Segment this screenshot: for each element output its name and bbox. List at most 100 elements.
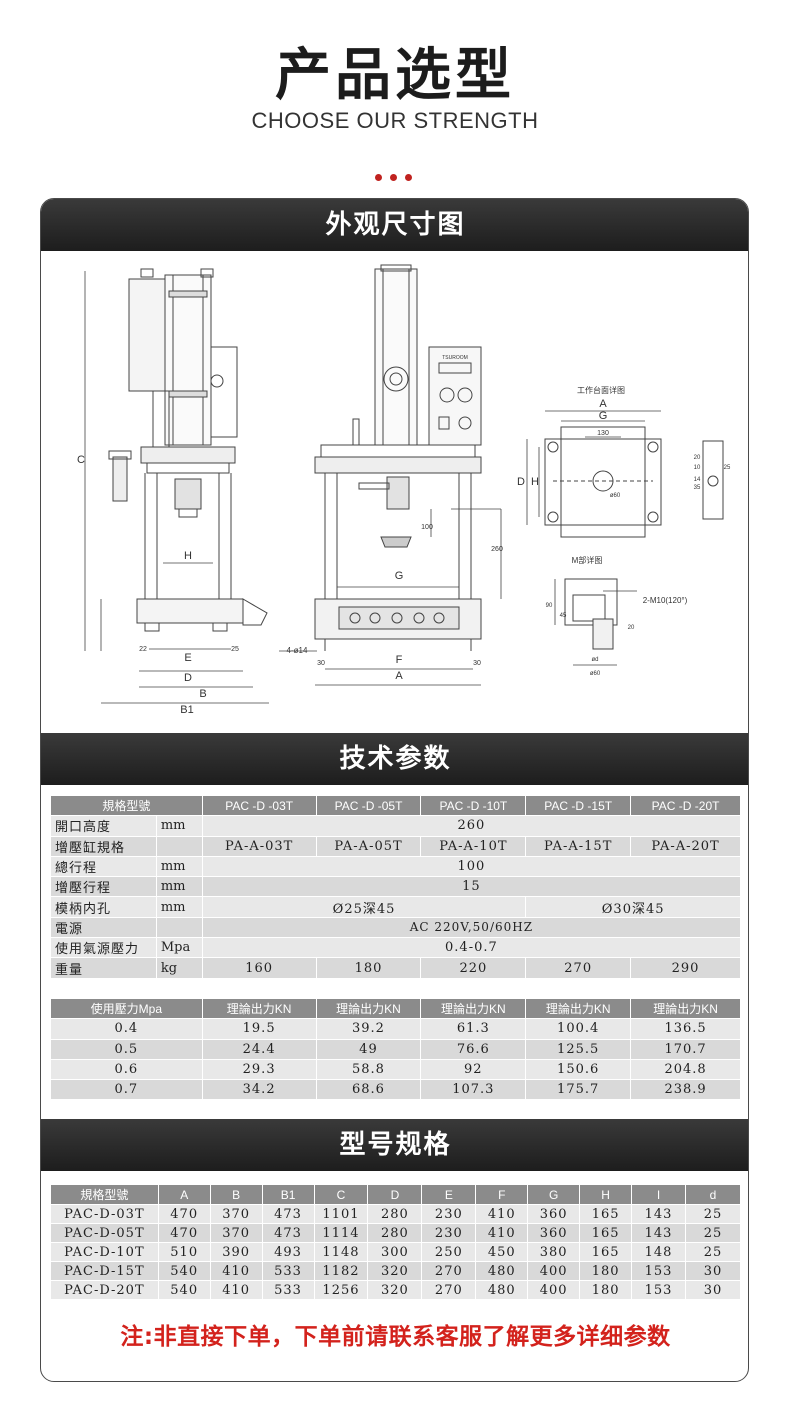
table-header-cell: F: [475, 1183, 529, 1206]
label-m-detail: M部详图: [572, 555, 603, 565]
model-name-cell: PAC-D-15T: [50, 1261, 159, 1282]
table-row: 電源 AC 220V,50/60HZ: [50, 916, 742, 939]
table-cell: 410: [209, 1261, 263, 1282]
table-row: 0.6 29.3 58.8 92 150.6 204.8: [50, 1058, 741, 1081]
label-side-25: 25: [724, 465, 731, 471]
table-cell: 410: [209, 1280, 263, 1301]
table-cell: 410: [475, 1204, 529, 1225]
table-cell: 165: [579, 1242, 633, 1263]
label-B: B: [199, 688, 206, 700]
table-row: 模柄内孔 mm Ø25深45 Ø30深45: [50, 896, 741, 918]
table-cell: 360: [527, 1204, 581, 1225]
label-table-d60: ø60: [610, 493, 621, 499]
label-table-H: H: [531, 476, 539, 488]
label-holes: 4-ø14: [287, 646, 308, 655]
table-cell: 1114: [313, 1223, 369, 1244]
table-cell: 320: [367, 1280, 423, 1301]
m-detail-drawing: [554, 578, 637, 666]
table-cell: 270: [421, 1261, 477, 1282]
decorative-dots: [375, 166, 420, 181]
table-row: 0.4 19.5 39.2 61.3 100.4 136.5: [50, 1018, 741, 1040]
table-cell: 143: [631, 1204, 686, 1225]
label-m-phi: ød: [591, 657, 598, 663]
tech-param-table: 規格型號 PAC -D -03T PAC -D -05T PAC -D -10T…: [50, 794, 742, 979]
table-cell: 480: [475, 1280, 529, 1301]
model-name-cell: PAC-D-03T: [50, 1204, 159, 1225]
label-m-45: 45: [560, 613, 567, 619]
label-side-14: 14: [694, 477, 701, 483]
table-detail-drawing: [526, 410, 724, 538]
model-name-cell: PAC-D-10T: [50, 1242, 159, 1263]
label-m-thread: 2-M10(120°): [643, 596, 688, 605]
table-cell: 280: [367, 1223, 423, 1244]
table-cell: 148: [631, 1242, 686, 1263]
table-row: 規格型號 PAC -D -03T PAC -D -05T PAC -D -10T…: [50, 794, 741, 817]
table-cell: 450: [475, 1242, 529, 1263]
table-header-cell: G: [527, 1183, 581, 1206]
label-m-d60: ø60: [590, 671, 601, 677]
label-table-D: D: [517, 476, 525, 488]
table-cell: 533: [261, 1261, 315, 1282]
table-header-cell: 規格型號: [50, 1183, 159, 1206]
model-name-cell: PAC-D-20T: [50, 1280, 159, 1301]
section-header-models: 型号规格: [41, 1119, 748, 1171]
model-name-cell: PAC-D-05T: [50, 1223, 159, 1244]
label-100: 100: [421, 524, 433, 531]
table-header-cell: PAC -D -20T: [630, 794, 741, 817]
label-table-G: G: [599, 410, 608, 422]
table-header-cell: E: [421, 1183, 477, 1206]
table-row: 開口高度 mm 260: [50, 815, 742, 837]
table-cell: 165: [579, 1223, 633, 1244]
table-row: 0.7 34.2 68.6 107.3 175.7 238.9: [50, 1079, 741, 1101]
table-cell: 400: [527, 1280, 581, 1301]
section-header-dimensions: 外观尺寸图: [41, 199, 748, 251]
panel-brand: TSUROOM: [442, 355, 468, 361]
table-cell: 473: [261, 1204, 315, 1225]
label-F: F: [396, 654, 403, 666]
table-cell: 370: [209, 1223, 263, 1244]
label-260: 260: [491, 546, 503, 553]
label-table-130: 130: [597, 430, 609, 437]
table-cell: 510: [157, 1242, 211, 1263]
table-cell: 1182: [313, 1261, 369, 1282]
label-side-10: 10: [694, 465, 701, 471]
table-cell: 1256: [313, 1280, 369, 1301]
label-table-A: A: [599, 398, 607, 410]
table-cell: 360: [527, 1223, 581, 1244]
table-cell: 380: [527, 1242, 581, 1263]
table-header-cell: d: [684, 1183, 742, 1206]
table-cell: 180: [579, 1280, 633, 1301]
label-E: E: [184, 652, 191, 664]
table-header-cell: I: [631, 1183, 686, 1206]
table-cell: 153: [631, 1280, 686, 1301]
spec-card: 外观尺寸图: [40, 198, 749, 1382]
table-cell: 25: [684, 1204, 742, 1225]
table-cell: 180: [579, 1261, 633, 1282]
label-side-35: 35: [694, 485, 701, 491]
table-row: 使用氣源壓力 Mpa 0.4-0.7: [50, 937, 742, 959]
table-cell: 230: [421, 1223, 477, 1244]
label-A: A: [395, 670, 403, 682]
table-row: 0.5 24.4 49 76.6 125.5 170.7: [50, 1038, 741, 1060]
table-cell: 320: [367, 1261, 423, 1282]
section-header-tech: 技术参数: [41, 733, 748, 785]
table-cell: 390: [209, 1242, 263, 1263]
table-header-cell: PAC -D -15T: [525, 794, 632, 817]
order-note: 注:非直接下单，下单前请联系客服了解更多详细参数: [120, 1324, 671, 1350]
label-30a: 30: [317, 660, 325, 667]
label-B1: B1: [180, 704, 193, 716]
table-row: 增壓行程 mm 15: [50, 876, 742, 898]
label-C: C: [77, 454, 85, 466]
table-cell: 25: [684, 1223, 742, 1244]
label-side-20: 20: [694, 455, 701, 461]
table-header-cell: A: [157, 1183, 211, 1206]
page-subtitle: CHOOSE OUR STRENGTH: [251, 108, 539, 133]
front-view-drawing: [279, 264, 502, 686]
table-cell: 153: [631, 1261, 686, 1282]
table-row: 使用壓力Mpa 理論出力KN 理論出力KN 理論出力KN 理論出力KN 理論出力…: [50, 997, 741, 1020]
table-cell: 230: [421, 1204, 477, 1225]
